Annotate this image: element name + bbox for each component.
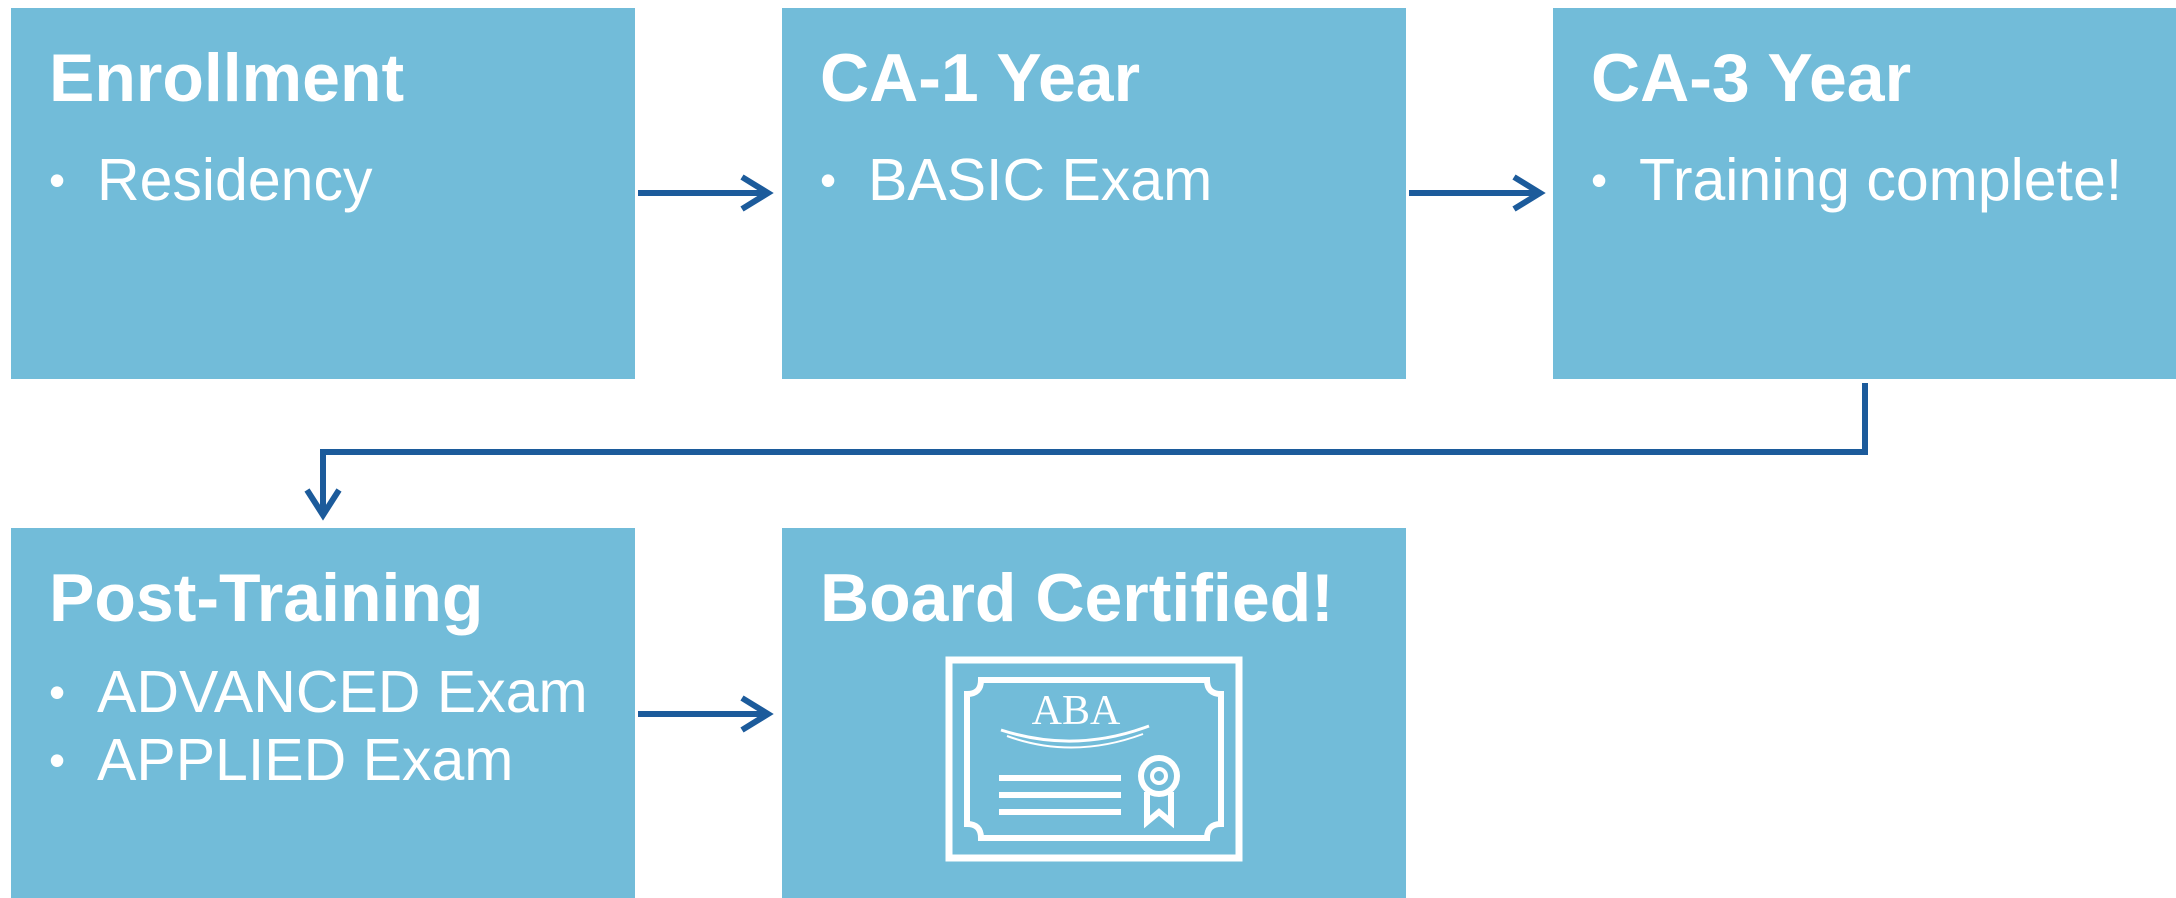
stage-items: BASIC Exam (820, 146, 1212, 214)
arrow-enrollment-to-ca1 (638, 174, 774, 212)
stage-enrollment: Enrollment Residency (11, 8, 635, 379)
stage-title: CA-3 Year (1591, 40, 1912, 116)
stage-post-training: Post-Training ADVANCED Exam APPLIED Exam (11, 528, 635, 898)
stage-item: Training complete! (1591, 146, 2122, 214)
stage-items: Residency (49, 146, 372, 214)
stage-title: CA-1 Year (820, 40, 1141, 116)
stage-board-certified: Board Certified! ABA (782, 528, 1406, 898)
stage-item: BASIC Exam (820, 146, 1212, 214)
stage-item: ADVANCED Exam (49, 658, 588, 726)
stage-ca3-year: CA-3 Year Training complete! (1553, 8, 2176, 379)
stage-items: ADVANCED Exam APPLIED Exam (49, 658, 588, 794)
stage-items: Training complete! (1591, 146, 2122, 214)
stage-item: Residency (49, 146, 372, 214)
stage-title: Post-Training (49, 560, 484, 636)
certificate-text: ABA (1032, 688, 1121, 734)
stage-title: Board Certified! (820, 560, 1334, 636)
stage-title: Enrollment (49, 40, 405, 116)
stage-ca1-year: CA-1 Year BASIC Exam (782, 8, 1406, 379)
arrow-post-training-to-board (638, 695, 774, 733)
arrow-ca1-to-ca3 (1409, 174, 1546, 212)
stage-item: APPLIED Exam (49, 726, 588, 794)
arrow-ca3-to-post-training (304, 383, 1868, 521)
certificate-icon: ABA (945, 656, 1243, 862)
